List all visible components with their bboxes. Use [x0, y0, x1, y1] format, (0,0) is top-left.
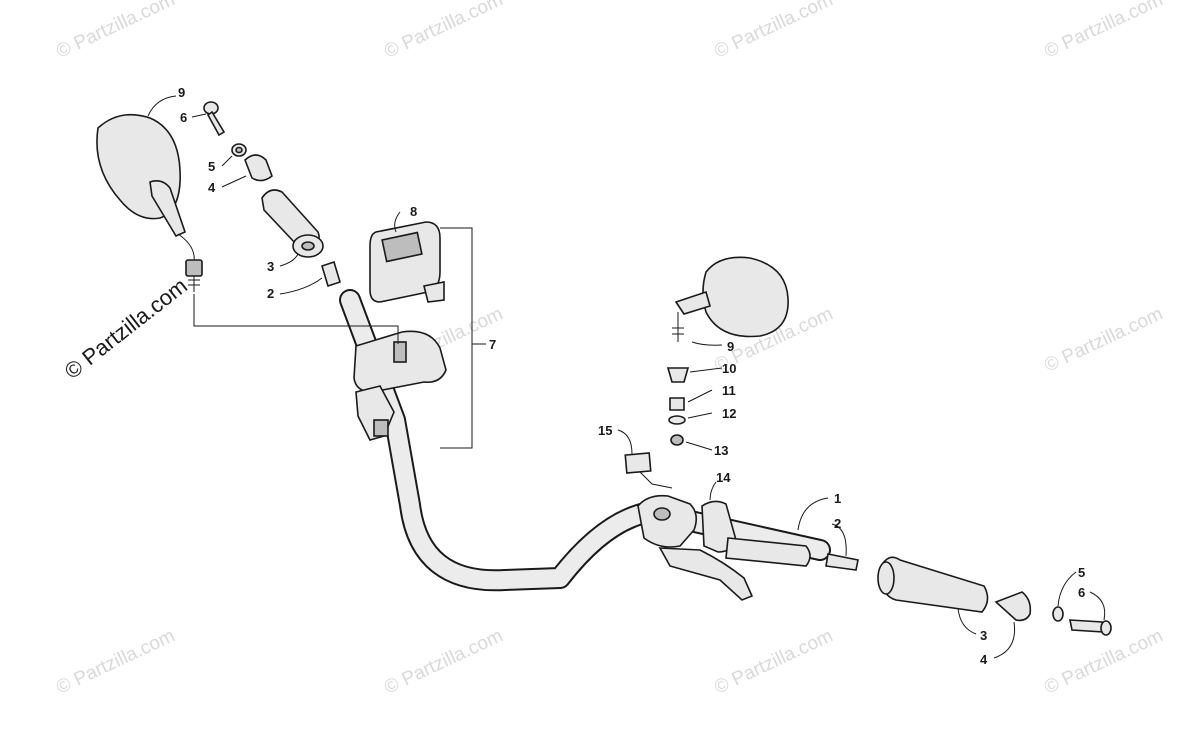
- callout-4-left: 4: [208, 180, 216, 195]
- callout-11: 11: [722, 383, 736, 398]
- callout-2-left: 2: [267, 286, 274, 301]
- watermark: © Partzilla.com: [711, 625, 836, 698]
- callout-9-right: 9: [727, 339, 734, 354]
- watermark: © Partzilla.com: [1041, 303, 1166, 376]
- callout-6-right: 6: [1078, 585, 1085, 600]
- watermark-main: © Partzilla.com: [60, 273, 192, 384]
- callout-6-left: 6: [180, 110, 187, 125]
- mirror-mount-stack: [666, 367, 690, 446]
- callout-14: 14: [716, 470, 731, 485]
- callout-12: 12: [722, 406, 736, 421]
- watermark: © Partzilla.com: [381, 625, 506, 698]
- watermark-layer: © Partzilla.com © Partzilla.com © Partzi…: [53, 0, 1166, 699]
- watermark: © Partzilla.com: [381, 0, 506, 63]
- watermark: © Partzilla.com: [53, 625, 178, 698]
- callout-2-right: 2: [834, 516, 841, 531]
- handlebar: [339, 289, 831, 592]
- callout-15: 15: [598, 423, 612, 438]
- left-mirror: [96, 113, 203, 292]
- left-switch-assembly: [353, 221, 447, 441]
- callout-5-left: 5: [208, 159, 215, 174]
- watermark: © Partzilla.com: [53, 0, 178, 63]
- callout-8: 8: [410, 204, 417, 219]
- callout-1: 1: [834, 491, 841, 506]
- callout-9-left: 9: [178, 85, 185, 100]
- callout-5-right: 5: [1078, 565, 1085, 580]
- callout-4-right: 4: [980, 652, 988, 667]
- right-grip-assembly: [725, 537, 1112, 636]
- leader-lines-left: [193, 227, 486, 449]
- callout-3-right: 3: [980, 628, 987, 643]
- callout-labels: 9 6 5 4 3 2 8 7 9 10 11 12 13 15 14 1 2 …: [178, 85, 1085, 667]
- right-mirror: [672, 256, 789, 342]
- callout-10: 10: [722, 361, 736, 376]
- callout-13: 13: [714, 443, 728, 458]
- watermark: © Partzilla.com: [1041, 0, 1166, 63]
- watermark: © Partzilla.com: [1041, 625, 1166, 698]
- leader-lines: [147, 95, 1106, 659]
- watermark: © Partzilla.com: [711, 0, 836, 63]
- callout-7: 7: [489, 337, 496, 352]
- right-controls: [624, 452, 754, 601]
- left-grip-assembly: [203, 101, 341, 288]
- callout-3-left: 3: [267, 259, 274, 274]
